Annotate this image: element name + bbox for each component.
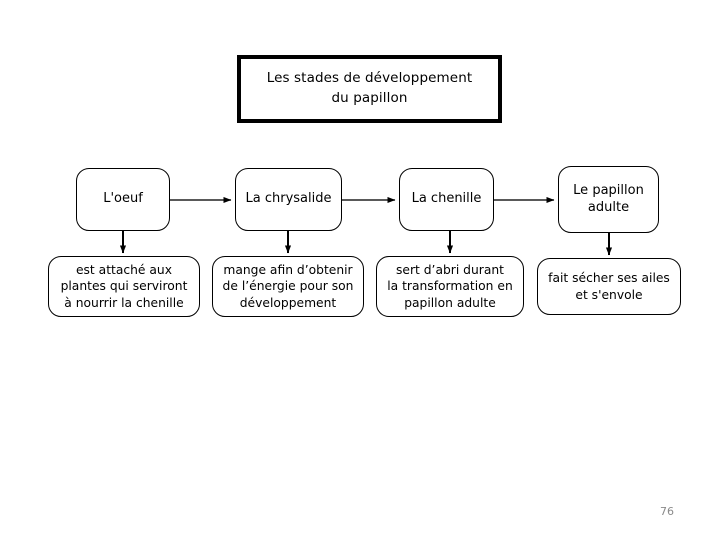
title-box: Les stades de développement du papillon bbox=[237, 55, 502, 123]
stage-label-chrysalide: La chrysalide bbox=[245, 191, 332, 207]
description-box-papillon-adulte: fait sécher ses ailes et s'envole bbox=[537, 258, 681, 315]
stage-box-papillon-adulte: Le papillon adulte bbox=[558, 166, 659, 233]
description-text-chenille: sert d’abri durant la transformation en … bbox=[387, 262, 513, 310]
description-box-chenille: sert d’abri durant la transformation en … bbox=[376, 256, 524, 317]
description-text-chrysalide: mange afin d’obtenir de l’énergie pour s… bbox=[222, 262, 354, 310]
stage-box-chenille: La chenille bbox=[399, 168, 494, 231]
description-text-papillon-adulte: fait sécher ses ailes et s'envole bbox=[548, 270, 670, 302]
page-number: 76 bbox=[660, 505, 674, 518]
stage-box-oeuf: L'oeuf bbox=[76, 168, 170, 231]
stage-label-papillon-adulte: Le papillon adulte bbox=[573, 182, 644, 215]
stage-label-chenille: La chenille bbox=[411, 191, 482, 207]
description-box-chrysalide: mange afin d’obtenir de l’énergie pour s… bbox=[212, 256, 364, 317]
description-text-oeuf: est attaché aux plantes qui serviront à … bbox=[60, 262, 188, 310]
description-box-oeuf: est attaché aux plantes qui serviront à … bbox=[48, 256, 200, 317]
stage-label-oeuf: L'oeuf bbox=[103, 191, 143, 207]
stage-box-chrysalide: La chrysalide bbox=[235, 168, 342, 231]
title-text: Les stades de développement du papillon bbox=[266, 70, 473, 106]
